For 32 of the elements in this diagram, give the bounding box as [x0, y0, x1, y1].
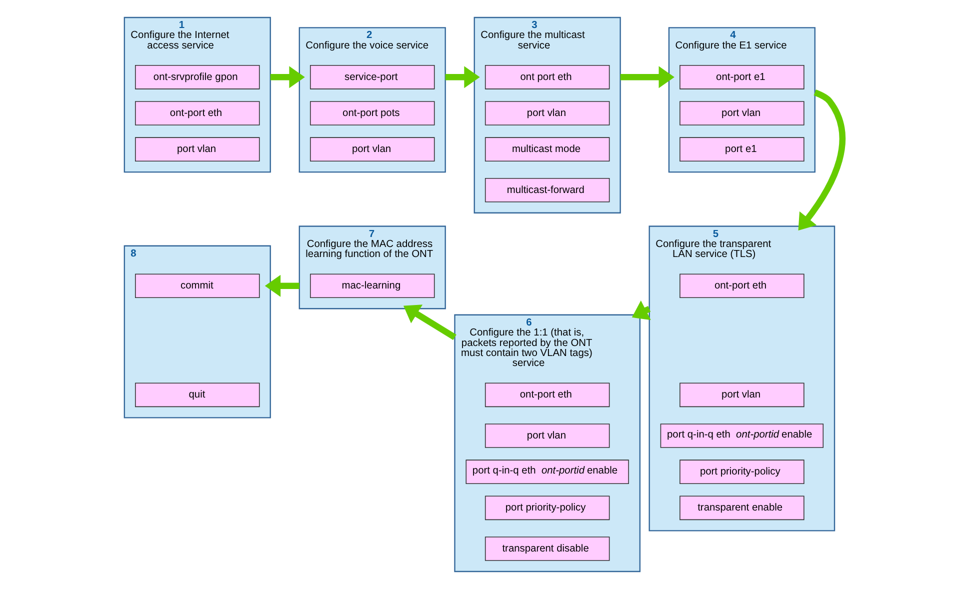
node-box: port priority-policy — [679, 460, 804, 484]
node-box: ont-port eth — [484, 382, 610, 408]
arrow — [402, 304, 456, 340]
node-box: mac-learning — [309, 274, 434, 298]
node-box: port vlan — [679, 382, 804, 408]
arrow — [270, 66, 304, 88]
node-box: port q-in-q eth ont-portid enable — [465, 460, 628, 484]
node-box: quit — [134, 382, 260, 408]
node-box: multicast mode — [484, 137, 610, 162]
node-box: ont port eth — [484, 65, 610, 90]
node-box: transparent enable — [679, 496, 804, 520]
node-box: port vlan — [134, 137, 260, 162]
node-box: port e1 — [679, 137, 804, 162]
node-box: multicast-forward — [484, 178, 610, 202]
node-box: port vlan — [484, 424, 610, 448]
node-box: commit — [134, 274, 260, 298]
node-box: transparent disable — [484, 536, 610, 561]
node-box: port vlan — [309, 137, 434, 162]
node-box: port q-in-q eth ont-portid enable — [660, 424, 824, 448]
node-box: ont-port e1 — [679, 65, 804, 90]
node-box: ont-port eth — [679, 274, 804, 298]
node-box: service-port — [309, 65, 434, 90]
node-box: ont-port eth — [134, 101, 260, 126]
arrow — [620, 66, 674, 88]
arrow — [798, 90, 846, 230]
node-box: port vlan — [484, 101, 610, 126]
node-box: ont-port pots — [309, 101, 434, 126]
node-box: port priority-policy — [484, 496, 610, 520]
arrow — [444, 66, 480, 88]
arrow — [264, 274, 299, 297]
node-box: port vlan — [679, 101, 804, 126]
node-box: ont-srvprofile gpon — [134, 65, 260, 90]
